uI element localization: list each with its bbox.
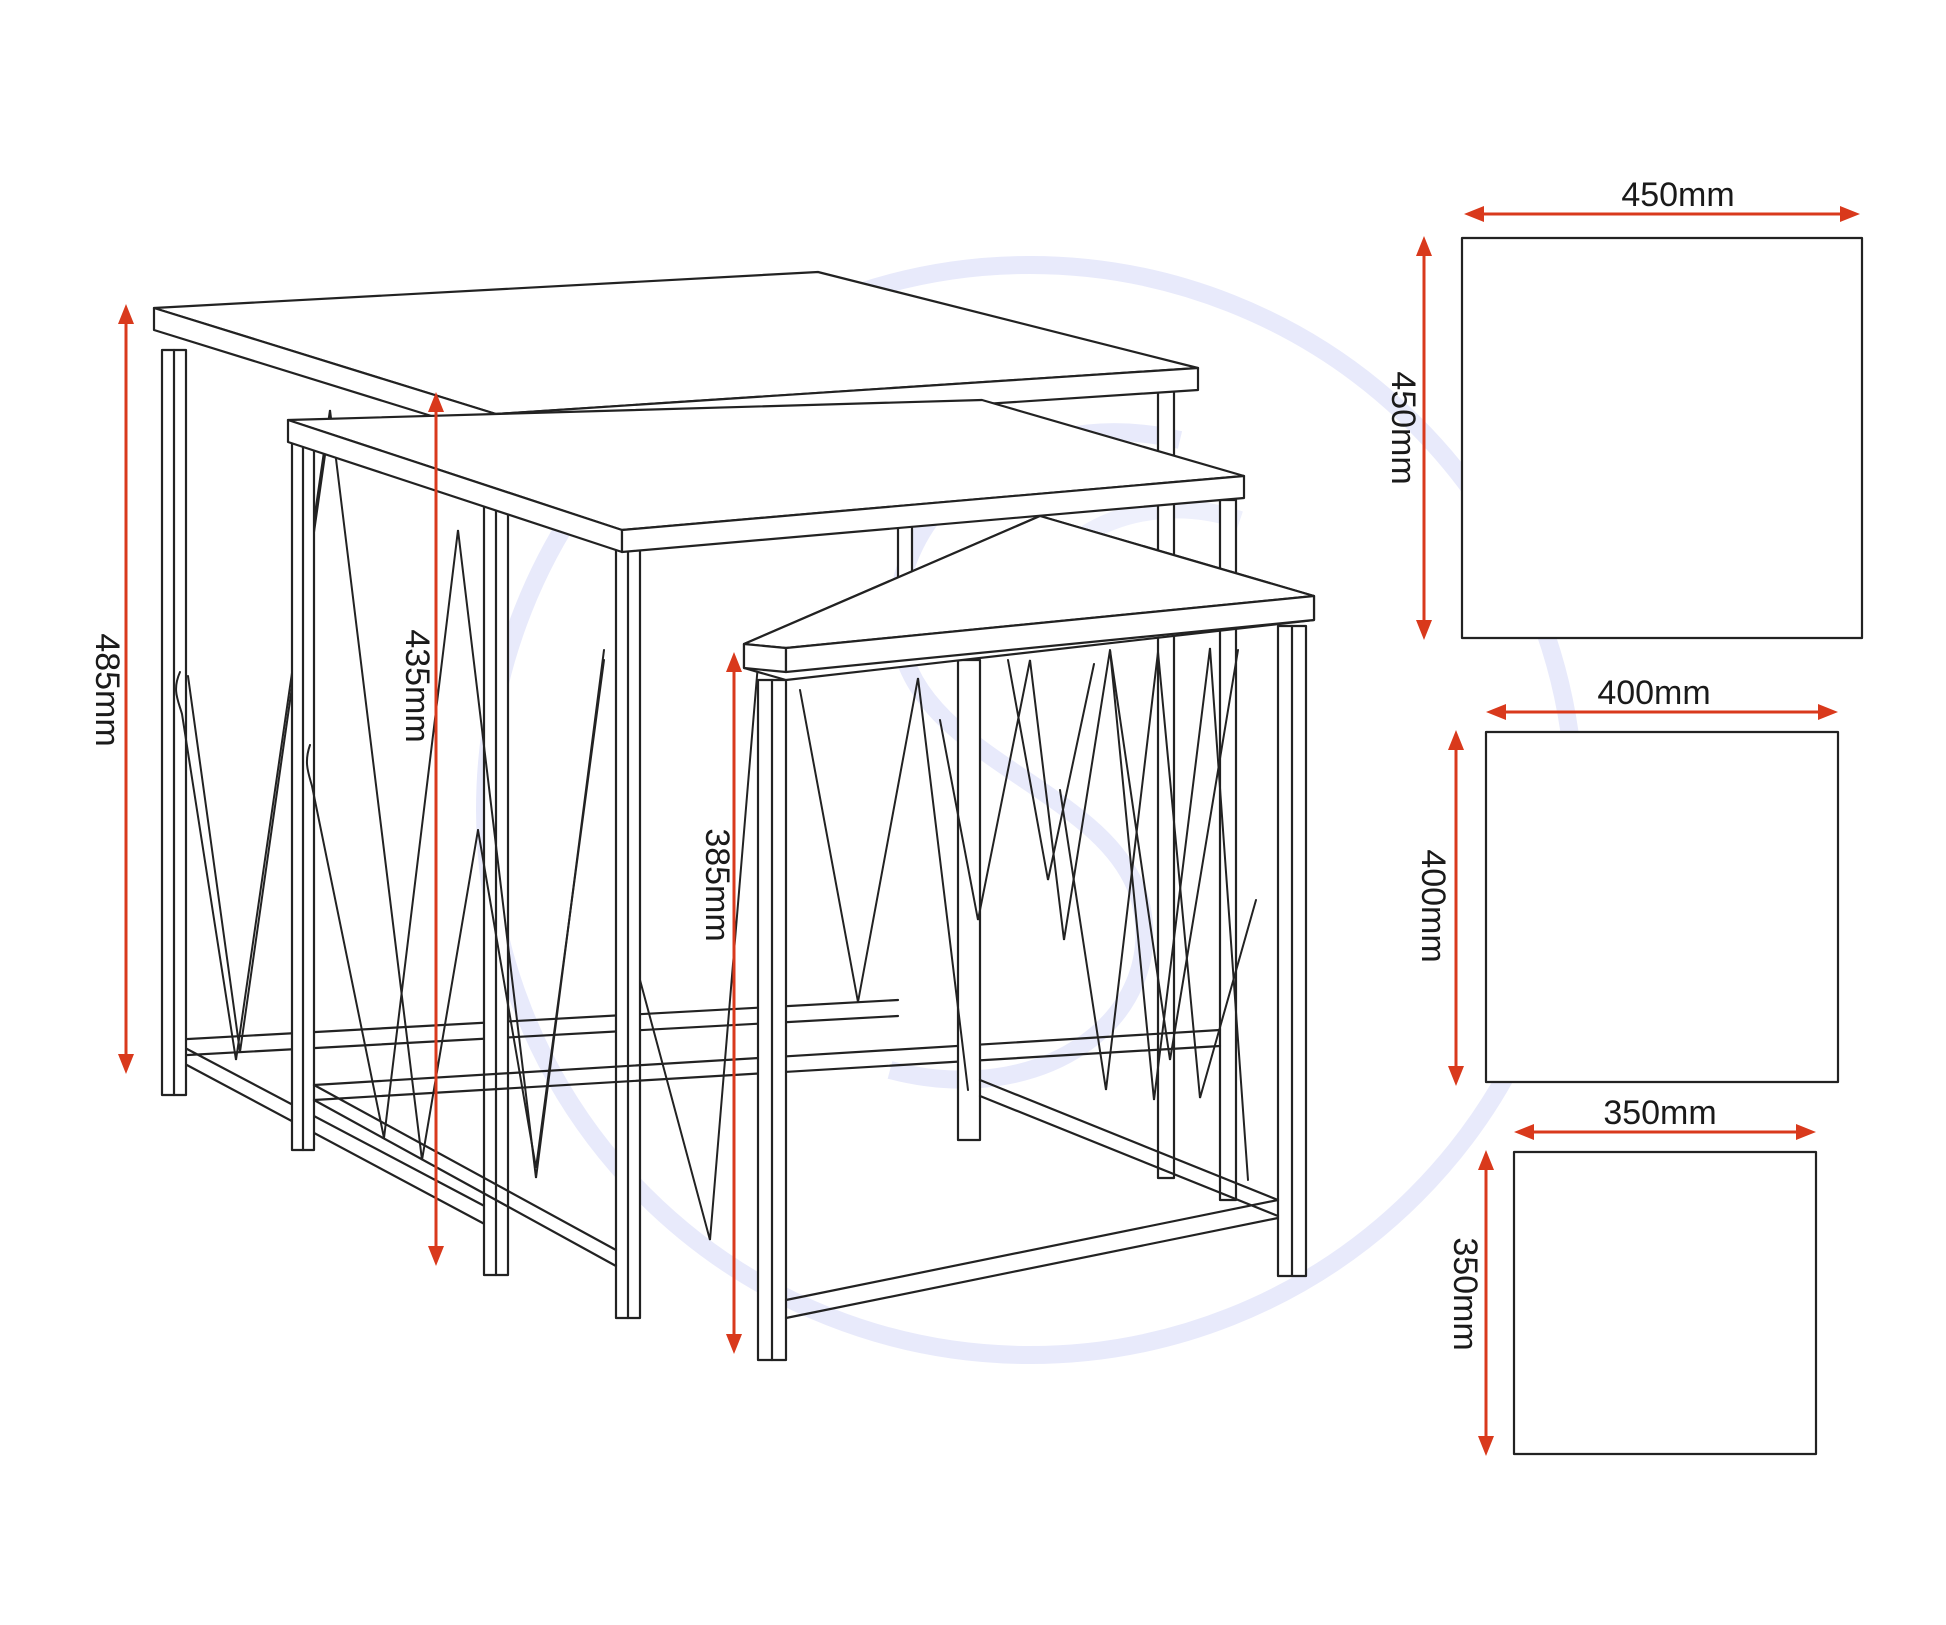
small-table [742, 514, 1316, 1362]
height-dimension-small: 385mm [698, 652, 742, 1354]
plan-depth-label-large: 450mm [1384, 371, 1422, 484]
height-label-medium: 435mm [398, 629, 436, 742]
plan-square-large [1460, 236, 1864, 640]
height-label-large: 485mm [88, 633, 126, 746]
nesting-tables-drawing [152, 270, 1316, 1362]
plan-width-label-small: 350mm [1603, 1094, 1716, 1132]
plan-medium: 400mm 400mm [1414, 674, 1840, 1086]
plan-width-label-medium: 400mm [1597, 674, 1710, 712]
height-dimension-large: 485mm [88, 304, 134, 1074]
medium-table [286, 398, 1246, 1320]
plan-large: 450mm 450mm [1384, 176, 1864, 640]
plan-depth-label-small: 350mm [1446, 1237, 1484, 1350]
plan-width-label-large: 450mm [1621, 176, 1734, 214]
plan-depth-label-medium: 400mm [1414, 849, 1452, 962]
plan-small: 350mm 350mm [1446, 1094, 1818, 1456]
height-label-small: 385mm [698, 828, 736, 941]
height-dimension-medium: 435mm [398, 392, 444, 1266]
plan-square-medium [1484, 730, 1840, 1084]
plan-square-small [1512, 1150, 1818, 1456]
